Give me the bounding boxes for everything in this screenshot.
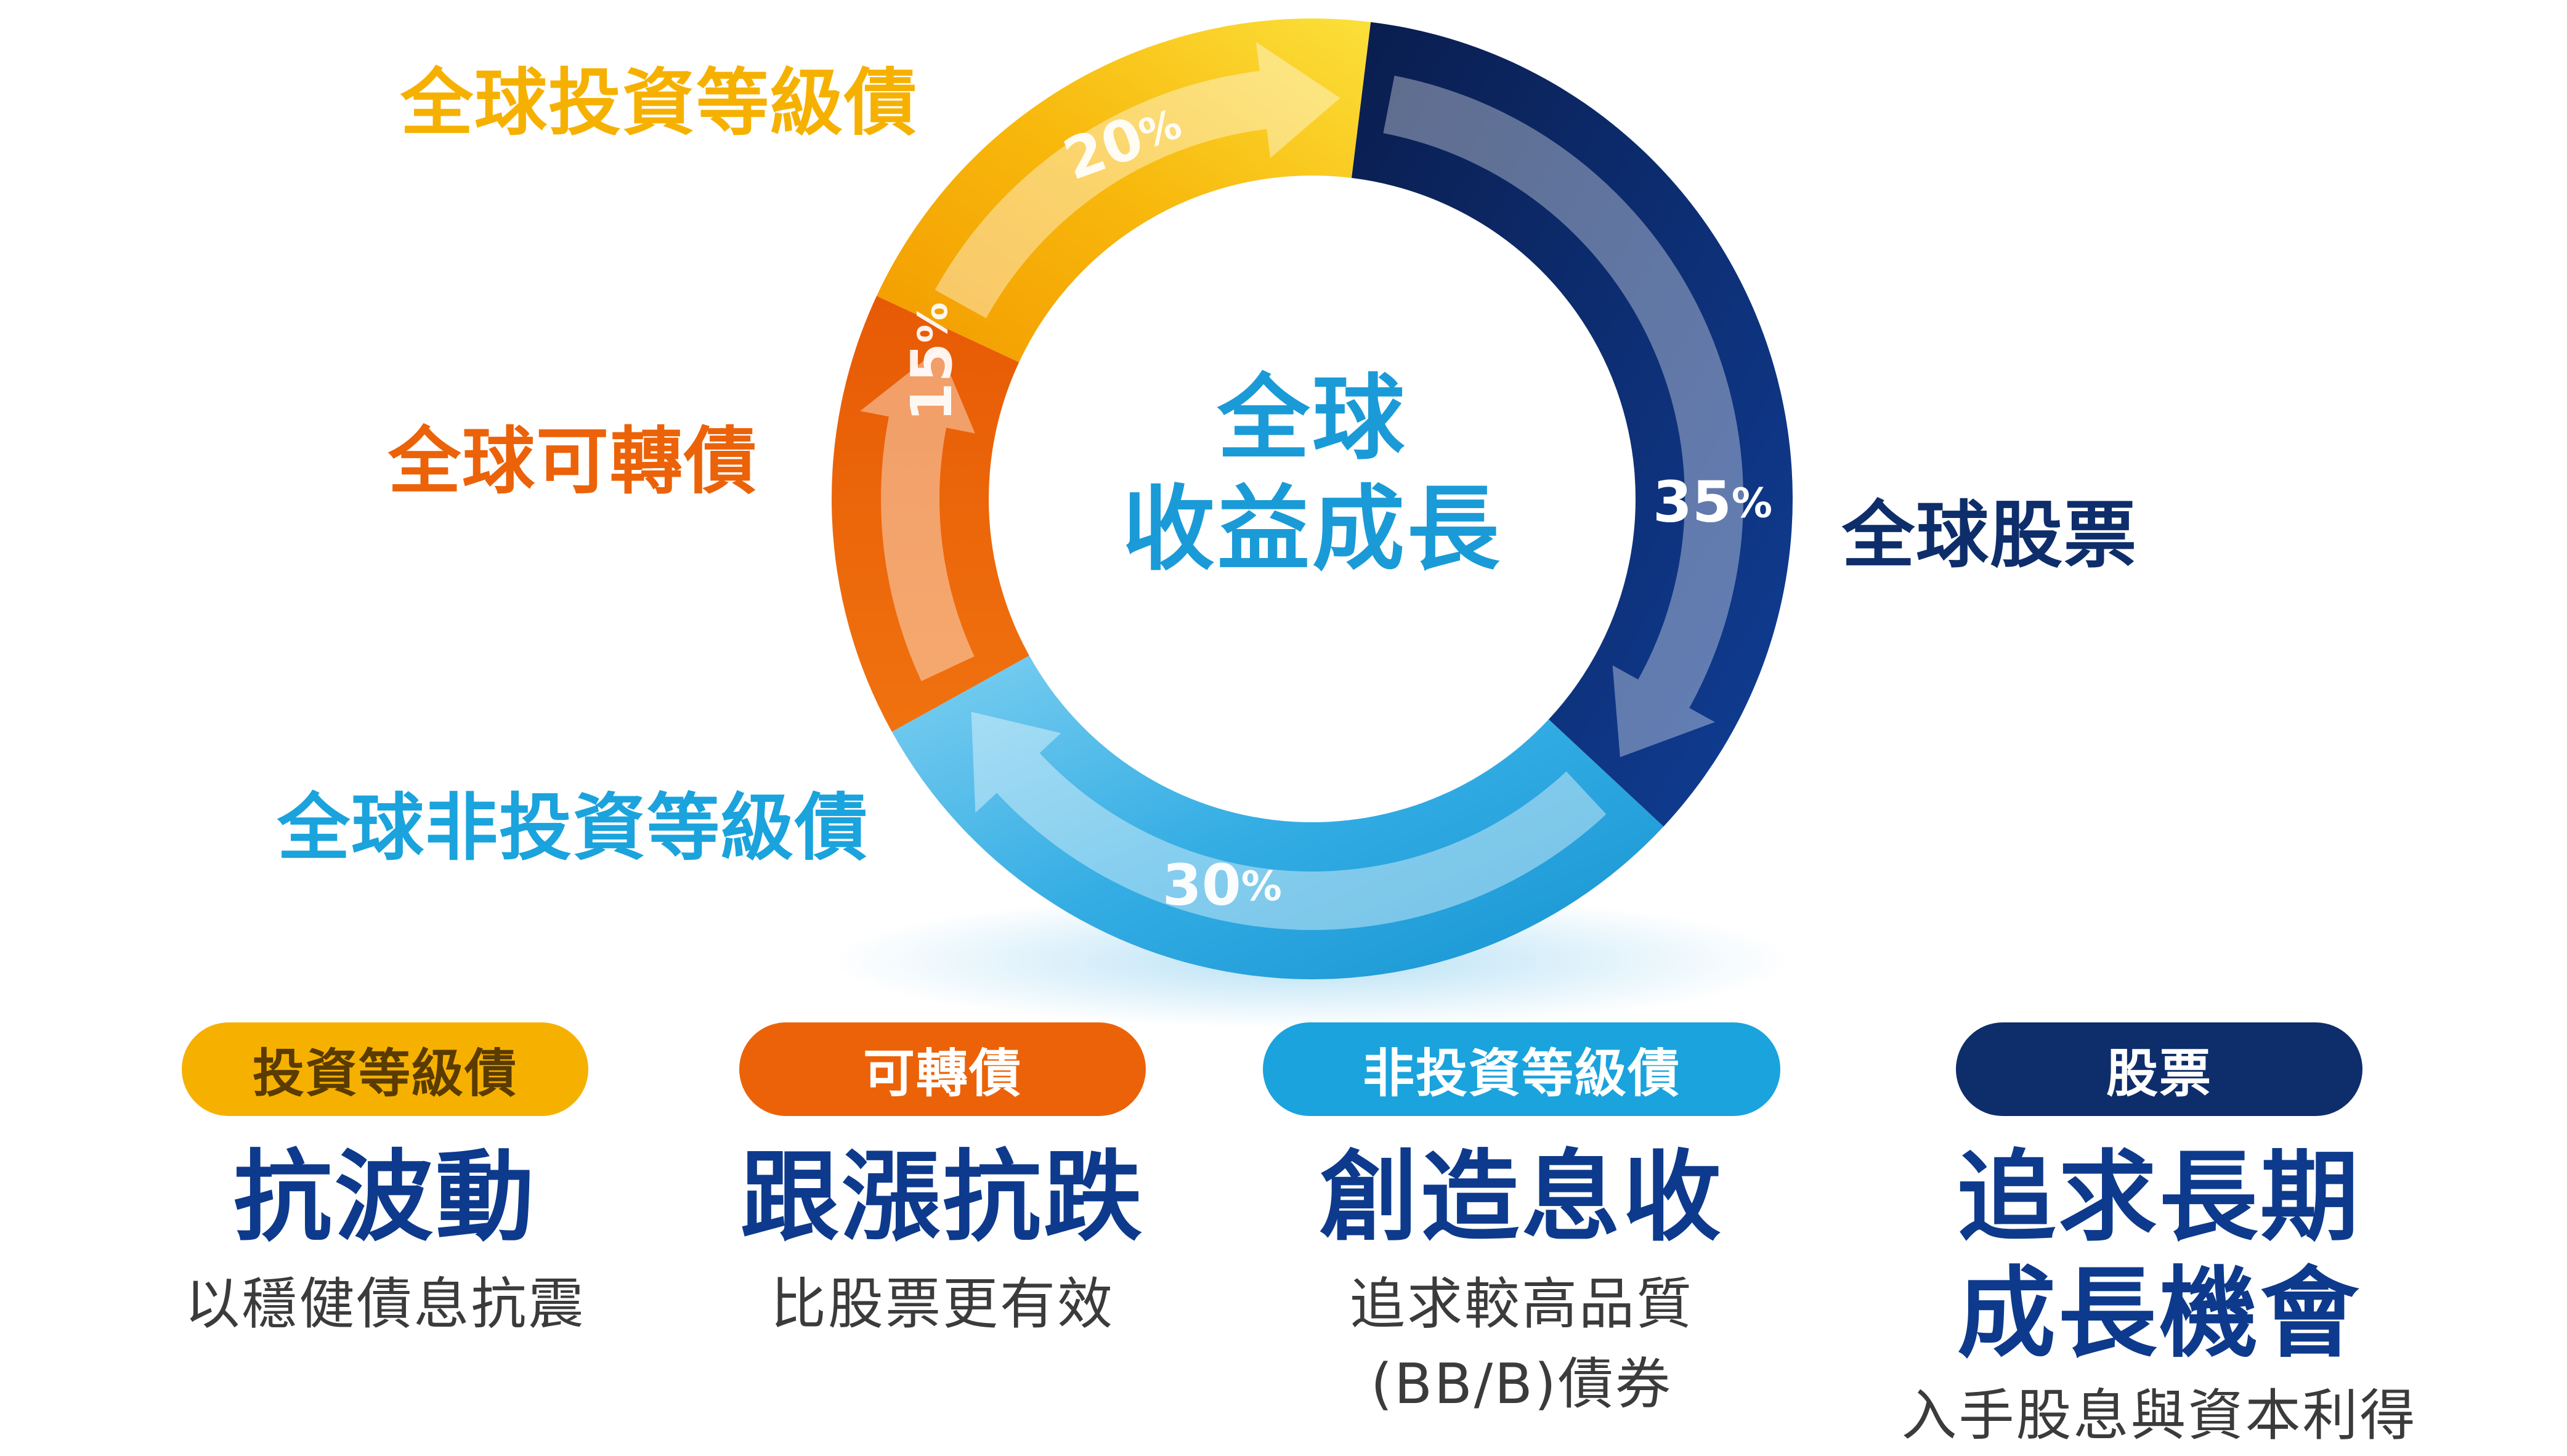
- center-line-2: 收益成長: [1122, 476, 1502, 583]
- label-global-ig-bond: 全球投資等級債: [400, 60, 919, 145]
- tag-hy-bond-text: 非投資等級債: [1362, 1043, 1681, 1104]
- desc-hy-bond-line-1: 追求較高品質: [1350, 1271, 1693, 1337]
- headline-hy-bond-line-1: 創造息收: [1319, 1139, 1724, 1255]
- percent-value-hy-bond: 30: [1162, 852, 1241, 918]
- ring-segment-hy-bond: [891, 655, 1664, 979]
- percent-sign-equity: %: [1732, 479, 1772, 527]
- card-ig-bond: 投資等級債 抗波動 以穩健債息抗震: [166, 1022, 604, 1345]
- label-global-convertible: 全球可轉債: [388, 419, 758, 504]
- label-global-hy-bond: 全球非投資等級債: [277, 785, 869, 870]
- flow-arrow-convertible: [860, 348, 975, 681]
- card-equity: 股票 追求長期 成長機會 入手股息與資本利得: [1873, 1022, 2446, 1456]
- card-convertible: 可轉債 跟漲抗跌 比股票更有效: [721, 1022, 1164, 1345]
- desc-ig-bond: 以穩健債息抗震: [185, 1264, 586, 1345]
- percent-label-equity: 35%: [1653, 469, 1772, 535]
- card-hy-bond: 非投資等級債 創造息收 追求較高品質 (BB/B)債券: [1244, 1022, 1799, 1425]
- tag-convertible: 可轉債: [739, 1022, 1146, 1116]
- flow-arrow-ig-bond: [935, 42, 1340, 318]
- desc-hy-bond-line-2: (BB/B)債券: [1371, 1352, 1673, 1417]
- headline-ig-bond: 抗波動: [233, 1139, 537, 1256]
- desc-hy-bond: 追求較高品質 (BB/B)債券: [1350, 1264, 1693, 1425]
- label-global-equity: 全球股票: [1842, 493, 2138, 578]
- ring-segment-convertible: [832, 296, 1029, 732]
- percent-label-convertible: 15%: [899, 302, 965, 422]
- percent-sign-convertible: %: [909, 302, 957, 343]
- center-line-1: 全球: [1217, 365, 1407, 472]
- headline-hy-bond: 創造息收: [1320, 1139, 1724, 1256]
- desc-equity: 入手股息與資本利得: [1902, 1376, 2417, 1456]
- percent-sign-hy-bond: %: [1241, 862, 1282, 910]
- percent-value-convertible: 15: [899, 343, 965, 422]
- headline-convertible-line-1: 跟漲抗跌: [740, 1139, 1145, 1255]
- tag-convertible-text: 可轉債: [862, 1043, 1022, 1104]
- desc-convertible-line-1: 比股票更有效: [771, 1271, 1114, 1337]
- tag-equity-text: 股票: [2106, 1043, 2212, 1104]
- tag-ig-bond-text: 投資等級債: [252, 1043, 517, 1104]
- headline-equity-line-2: 成長機會: [1957, 1255, 2361, 1371]
- percent-value-equity: 35: [1653, 469, 1732, 535]
- headline-equity: 追求長期 成長機會: [1957, 1139, 2361, 1372]
- flow-arrow-equity: [1383, 75, 1744, 758]
- tag-hy-bond: 非投資等級債: [1263, 1022, 1780, 1116]
- ring-segment-ig-bond: [877, 18, 1371, 363]
- desc-ig-bond-line-1: 以穩健債息抗震: [184, 1271, 586, 1337]
- flow-arrow-hy-bond: [971, 711, 1607, 930]
- ring-center-title: 全球 收益成長: [1072, 363, 1552, 585]
- percent-label-hy-bond: 30%: [1162, 852, 1282, 918]
- headline-ig-bond-line-1: 抗波動: [233, 1139, 537, 1255]
- tag-equity: 股票: [1956, 1022, 2362, 1116]
- desc-convertible: 比股票更有效: [771, 1264, 1114, 1345]
- ring-segment-equity: [1351, 22, 1793, 827]
- desc-equity-line-1: 入手股息與資本利得: [1901, 1383, 2417, 1448]
- tag-ig-bond: 投資等級債: [182, 1022, 588, 1116]
- headline-convertible: 跟漲抗跌: [740, 1139, 1145, 1256]
- headline-equity-line-1: 追求長期: [1957, 1139, 2361, 1255]
